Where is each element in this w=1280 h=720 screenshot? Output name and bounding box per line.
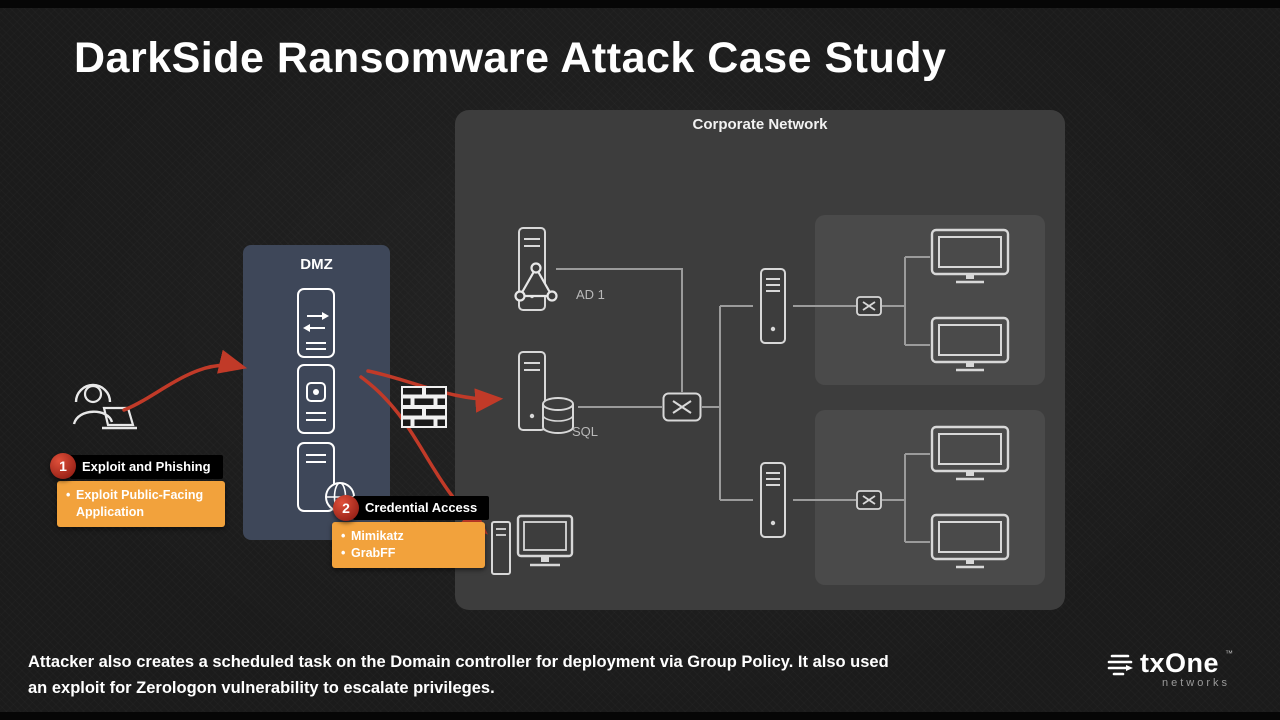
ad-network-triangle-icon xyxy=(514,262,558,302)
bottom-edge-bar xyxy=(0,712,1280,720)
access-server-top-icon xyxy=(760,268,786,344)
workstation-icon xyxy=(491,514,574,575)
firewall-icon xyxy=(401,386,447,428)
logo-trademark: ™ xyxy=(1225,649,1234,658)
step-1-badge: 1 xyxy=(50,453,76,479)
step-2-detail-box: Mimikatz GrabFF xyxy=(332,522,485,568)
desktop-computer-icon xyxy=(930,513,1010,569)
step-2-label: Credential Access xyxy=(353,496,490,520)
dmz-transfer-server-icon xyxy=(297,288,335,358)
sql-server-icon xyxy=(518,351,546,431)
step-1-bullet: Exploit Public-Facing Application xyxy=(63,487,217,521)
step-2-bullet-list: Mimikatz GrabFF xyxy=(338,528,477,562)
access-server-bottom-icon xyxy=(760,462,786,538)
sql-database-icon xyxy=(542,397,574,434)
subnet-switch-bottom-icon xyxy=(856,490,882,510)
logo-subtitle: networks xyxy=(1162,677,1231,689)
page-title: DarkSide Ransomware Attack Case Study xyxy=(74,34,947,82)
corporate-network-label: Corporate Network xyxy=(692,116,828,133)
ad-server-label: AD 1 xyxy=(576,287,605,302)
step-1-label: Exploit and Phishing xyxy=(70,455,223,479)
step-2-bullet: Mimikatz xyxy=(338,528,477,545)
desktop-computer-icon xyxy=(930,228,1010,284)
sql-server-label: SQL xyxy=(572,424,599,439)
step-2-badge: 2 xyxy=(333,495,359,521)
step-1-detail-box: Exploit Public-Facing Application xyxy=(57,481,225,527)
footer-caption: Attacker also creates a scheduled task o… xyxy=(28,653,889,697)
attacker-icon xyxy=(72,383,137,430)
dmz-label: DMZ xyxy=(300,256,333,273)
step-1-bullet-list: Exploit Public-Facing Application xyxy=(63,487,217,521)
desktop-computer-icon xyxy=(930,316,1010,372)
txone-logo: txOne ™ networks xyxy=(1106,648,1233,689)
txone-logo-icon xyxy=(1107,654,1133,675)
logo-brand-text: txOne xyxy=(1140,648,1220,678)
step-2-bullet: GrabFF xyxy=(338,545,477,562)
dmz-app-server-icon xyxy=(297,364,335,434)
desktop-computer-icon xyxy=(930,425,1010,481)
top-edge-bar xyxy=(0,0,1280,8)
core-switch-icon xyxy=(662,392,702,422)
subnet-switch-top-icon xyxy=(856,296,882,316)
